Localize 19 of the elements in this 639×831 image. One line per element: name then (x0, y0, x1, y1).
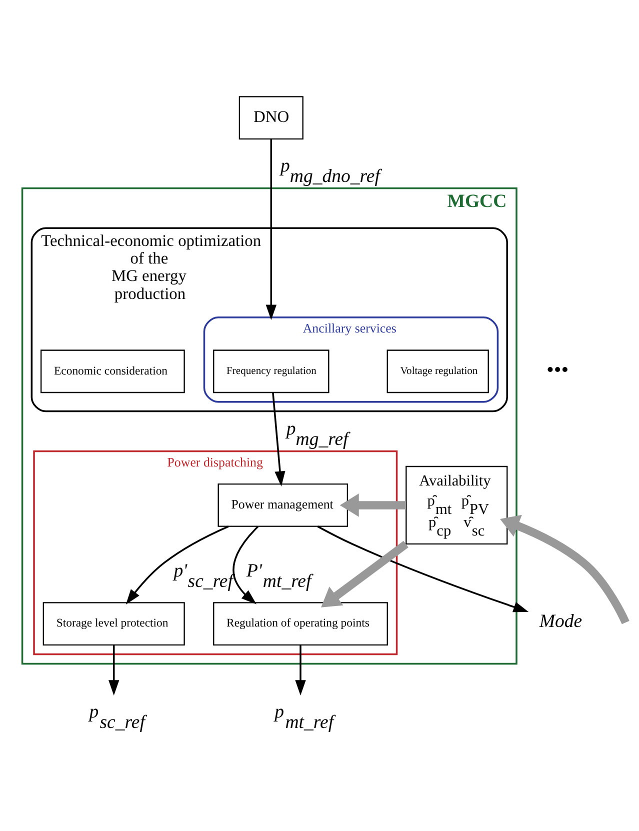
arrow (321, 540, 408, 607)
node-box: Voltage regulation (386, 349, 489, 393)
arrow (500, 514, 630, 624)
arrow (266, 138, 276, 320)
arrow (272, 392, 286, 486)
node-text: Mode (539, 610, 582, 632)
arrow (340, 493, 406, 516)
arrow (126, 525, 229, 604)
arrow (295, 644, 306, 695)
node-box: Power management (218, 483, 348, 526)
label: ••• (546, 357, 569, 382)
arrow (232, 526, 259, 604)
node-box: Economic consideration (40, 349, 185, 393)
node-box: Storage level protection (42, 602, 185, 645)
arrow (317, 525, 529, 612)
node-box: DNO (238, 96, 304, 140)
arrow (108, 644, 120, 695)
node-box: Frequency regulation (213, 349, 330, 393)
node-box: Regulation of operating points (213, 602, 388, 645)
